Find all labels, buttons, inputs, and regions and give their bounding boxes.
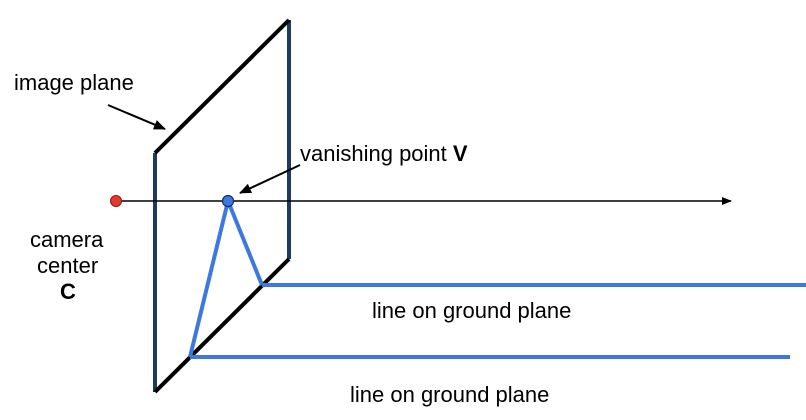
image-plane-bottom-edge — [153, 257, 291, 394]
ground-line-label-lower: line on ground plane — [350, 382, 550, 407]
vanishing-point-marker — [221, 194, 235, 208]
camera-label-line2: center — [37, 253, 99, 278]
vanishing-point-text: vanishing point — [300, 141, 447, 166]
projection-line-upper — [226, 200, 264, 286]
vanishing-point-label: vanishing point V — [300, 142, 468, 166]
image-plane-label: image plane — [14, 70, 134, 95]
image-plane-top-edge — [153, 18, 291, 155]
camera-center-symbol: C — [60, 279, 76, 304]
projection-line-lower — [188, 200, 230, 358]
ground-line-label-upper: line on ground plane — [372, 298, 572, 323]
vanishing-point-symbol: V — [452, 141, 468, 166]
image-plane-leader-arrow — [107, 104, 166, 130]
camera-label-line1: camera — [30, 227, 104, 252]
vanishing-point-leader-arrow — [239, 164, 301, 194]
camera-center-point — [110, 195, 122, 207]
